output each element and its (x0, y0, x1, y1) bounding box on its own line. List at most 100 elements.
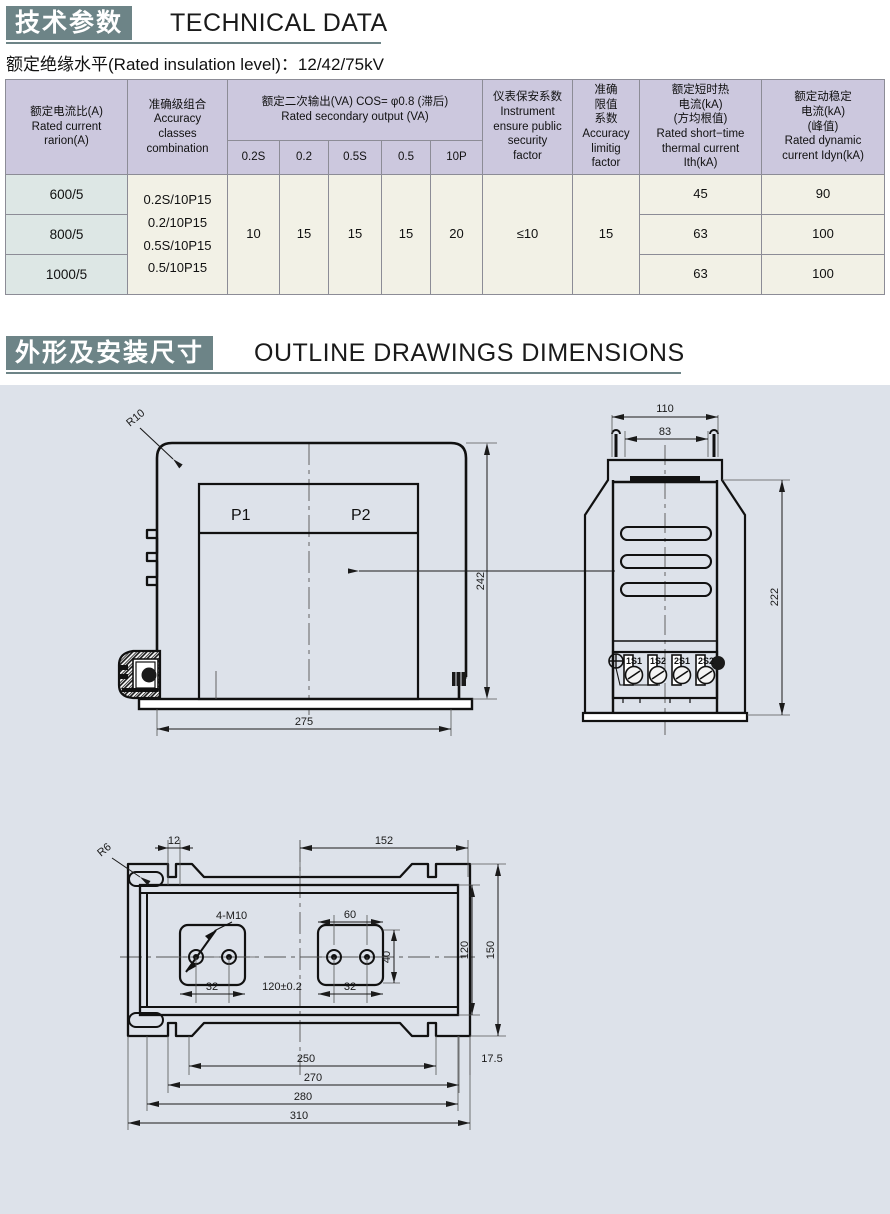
cell-va-0-2: 15 (279, 174, 329, 295)
cell-idyn-row1: 90 (761, 174, 885, 215)
dimension-222: 222 (722, 479, 790, 716)
outline-drawings-title-en: OUTLINE DRAWINGS DIMENSIONS (254, 339, 685, 367)
header-class-0-2: 0.2 (279, 140, 329, 175)
dimension-120-height: 120 (458, 884, 480, 1016)
dim-label-32-right: 32 (344, 981, 356, 993)
dim-label-150: 150 (485, 941, 497, 959)
dim-label-250: 250 (297, 1053, 315, 1065)
header-ratio-cn: 额定电流比(A) (30, 105, 103, 118)
cell-ith-row1: 45 (639, 174, 762, 215)
dim-label-242: 242 (475, 572, 487, 590)
technical-data-band-cn: 技术参数 (6, 6, 133, 40)
header-accuracy-en2: classes (158, 128, 197, 140)
dim-label-12: 12 (168, 835, 180, 847)
cell-ith-row3: 63 (639, 254, 762, 295)
header-idyn-en1: Rated dynamic (784, 135, 862, 148)
table-row: 800/5 63 100 (5, 214, 885, 255)
dimension-270: 270 (167, 1036, 460, 1093)
dim-label-r10: R10 (124, 407, 147, 429)
cell-accuracy-combination: 0.2S/10P15 0.2/10P15 0.5S/10P15 0.5/10P1… (127, 174, 228, 295)
label-p2: P2 (351, 507, 371, 524)
header-ith-en1: Rated short−time (656, 128, 745, 140)
dimension-32-right: 32 (318, 957, 383, 1003)
cell-va-0-5s: 15 (328, 174, 382, 295)
header-class-0-5: 0.5 (381, 140, 431, 175)
header-alf-en3: factor (591, 157, 621, 170)
technical-data-underline (6, 42, 381, 44)
side-view-drawing: P1 P2 R10 (117, 407, 615, 736)
dimension-60: 60 (318, 909, 383, 945)
header-alf-cn2: 限值 (594, 98, 618, 111)
side-view-terminal-detail (117, 649, 162, 700)
dim-label-275: 275 (295, 716, 313, 728)
accuracy-line-4: 0.5/10P15 (147, 260, 208, 276)
cell-ratio-600-5: 600/5 (5, 174, 128, 215)
plan-view-drawing: 4-M10 R6 12 152 (95, 835, 506, 1130)
header-accuracy-limit-factor: 准确 限值 系数 Accuracy limitig factor (572, 79, 640, 175)
header-alf-en2: limitig (591, 142, 621, 155)
dim-label-110: 110 (656, 403, 674, 415)
dimension-r10: R10 (124, 407, 183, 469)
cell-ratio-800-5: 800/5 (5, 214, 128, 255)
header-security-en2: ensure public (493, 120, 562, 133)
header-output-en: Rated secondary output (VA) (281, 111, 429, 123)
dimension-12: 12 (155, 835, 193, 885)
header-idyn-cn2: 电流(kA) (800, 105, 846, 118)
header-class-0-5s: 0.5S (328, 140, 382, 175)
outline-drawings-band-cn: 外形及安装尺寸 (6, 336, 214, 370)
dim-label-60: 60 (344, 909, 356, 921)
dim-label-152: 152 (375, 835, 393, 847)
dimension-280: 280 (146, 1036, 459, 1111)
header-security-en4: factor (513, 150, 542, 163)
header-security-en1: Instrument (500, 105, 555, 118)
header-security-cn: 仪表保安系数 (493, 91, 562, 104)
header-alf-cn3: 系数 (594, 113, 618, 126)
dim-label-17-5: 17.5 (481, 1053, 502, 1065)
terminal-label-2s1: 2S1 (674, 656, 690, 666)
dimension-32-left: 32 (180, 957, 245, 1003)
header-rated-short-time-thermal-current: 额定短时热 电流(kA) (方均根值) Rated short−time the… (639, 79, 762, 175)
header-class-0-2s: 0.2S (227, 140, 280, 175)
outline-drawings-section-header: 外形及安装尺寸 OUTLINE DRAWINGS DIMENSIONS (0, 330, 890, 376)
table-header-row-2: 0.2S 0.2 0.5S 0.5 10P (6, 140, 885, 175)
header-output-cn: 额定二次输出(VA) COS= φ0.8 (滞后) (261, 96, 449, 109)
dim-label-270: 270 (304, 1072, 322, 1084)
dimension-110: 110 (611, 403, 719, 457)
header-security-en3: security (507, 135, 548, 148)
dim-label-120-height: 120 (459, 941, 471, 959)
cell-idyn-row3: 100 (761, 254, 885, 295)
header-accuracy-en3: combination (146, 142, 209, 155)
header-ith-cn1: 额定短时热 (671, 83, 730, 96)
outline-drawings-underline (6, 372, 681, 374)
dimension-310: 310 (127, 1036, 471, 1130)
header-ith-en2: thermal current (661, 142, 740, 155)
cell-security-factor: ≤10 (482, 174, 573, 295)
table-row: 1000/5 63 100 (5, 254, 885, 295)
accuracy-line-2: 0.2/10P15 (147, 214, 208, 230)
cell-ith-row2: 63 (639, 214, 762, 255)
dim-label-280: 280 (294, 1091, 312, 1103)
drawings-panel: P1 P2 R10 (0, 385, 890, 1214)
header-ratio-en1: Rated current (31, 120, 102, 133)
header-ith-cn2: 电流(kA) (678, 98, 723, 111)
header-accuracy-cn: 准确级组合 (148, 98, 207, 111)
dim-label-120-tolerance: 120±0.2 (262, 981, 302, 993)
header-rated-dynamic-current: 额定动稳定 电流(kA) (峰值) Rated dynamic current … (761, 79, 885, 175)
front-view-terminal-block: 1S1 1S2 2S1 2S2 (608, 653, 725, 703)
dim-label-83: 83 (659, 426, 671, 438)
dimension-275: 275 (156, 709, 452, 736)
front-view-drawing: 1S1 1S2 2S1 2S2 110 83 (581, 403, 790, 735)
table-header-row-1: 额定电流比(A) Rated current rarion(A) 准确级组合 A… (5, 79, 885, 175)
rated-insulation-level-text: 额定绝缘水平(Rated insulation level)：12/42/75k… (6, 55, 384, 74)
cell-va-10p: 20 (430, 174, 483, 295)
dimension-152: 152 (299, 835, 469, 877)
header-idyn-en2: current Idyn(kA) (782, 150, 864, 163)
dim-label-40: 40 (381, 951, 393, 963)
terminal-label-1s2: 1S2 (650, 656, 666, 666)
dimension-150: 150 (470, 863, 506, 1037)
dim-label-32-left: 32 (206, 981, 218, 993)
dim-label-310: 310 (290, 1110, 308, 1122)
cell-ratio-1000-5: 1000/5 (5, 254, 128, 295)
accuracy-line-3: 0.5S/10P15 (143, 237, 212, 253)
table-row: 600/5 0.2S/10P15 0.2/10P15 0.5S/10P15 0.… (5, 174, 885, 295)
